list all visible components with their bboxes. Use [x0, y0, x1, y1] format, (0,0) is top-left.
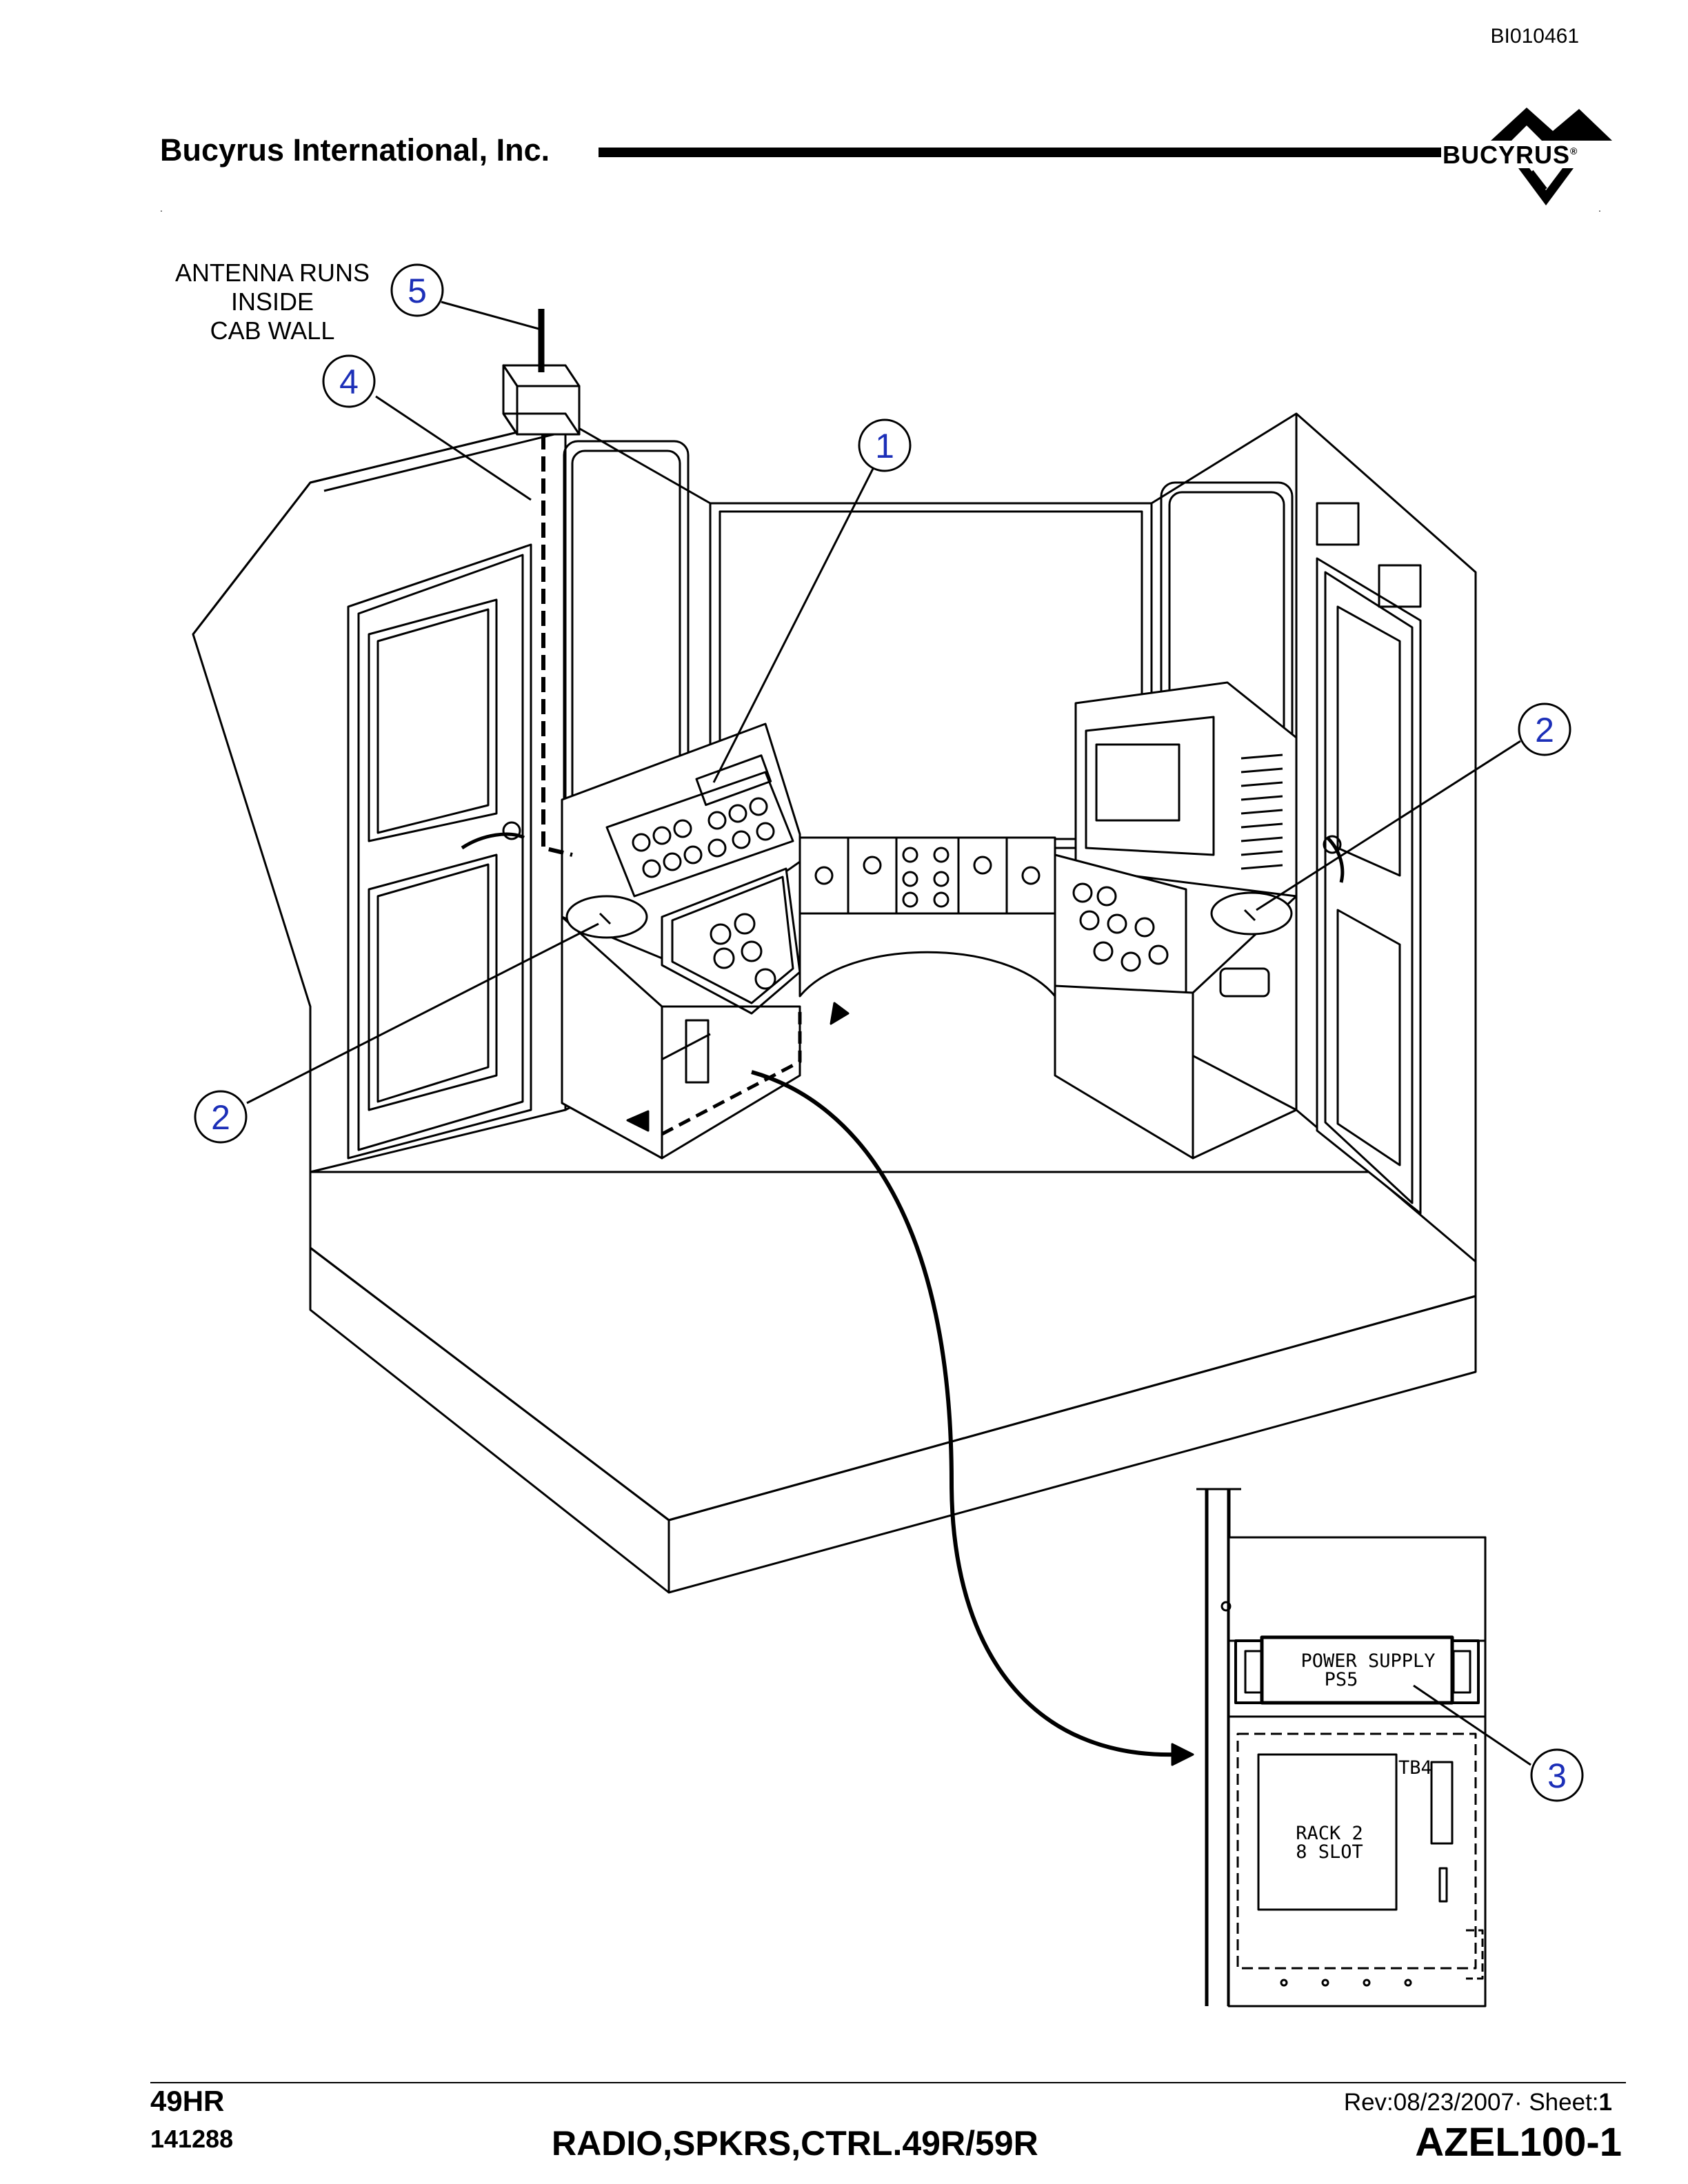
center-console — [798, 836, 1056, 998]
svg-text:2: 2 — [211, 1098, 230, 1137]
sheet-number: 1 — [1598, 2089, 1612, 2116]
left-console — [561, 722, 801, 1160]
revision-info: Rev:08/23/2007· Sheet:1 — [1344, 2089, 1612, 2116]
revision-label: Rev:08/23/2007· Sheet: — [1343, 2089, 1599, 2116]
detail-arrow-icon — [1171, 1743, 1194, 1766]
leader-line-2-right — [1256, 740, 1521, 911]
svg-text:1: 1 — [875, 427, 894, 465]
cab-floor — [309, 1171, 1477, 1594]
svg-text:2: 2 — [1535, 711, 1554, 749]
right-speaker-mark — [1243, 909, 1256, 922]
antenna-note-line2: INSIDE — [231, 287, 314, 316]
callout-1: 1 — [858, 418, 912, 472]
right-speaker — [1210, 891, 1293, 936]
console-cable-path — [661, 1007, 802, 1136]
registration-mark: . — [1598, 203, 1601, 214]
leader-line-2-left — [246, 922, 599, 1104]
right-console — [1054, 681, 1298, 1160]
svg-text:5: 5 — [408, 272, 427, 310]
leader-line-3 — [1413, 1684, 1531, 1766]
logo-text: BUCYRUS® — [1443, 141, 1578, 169]
cable-arrow-icon — [830, 1002, 850, 1025]
footer-rule — [150, 2082, 1626, 2083]
button-grid — [632, 797, 775, 878]
drawing-title: RADIO,SPKRS,CTRL.49R/59R — [552, 2124, 1038, 2163]
left-speaker — [565, 895, 648, 939]
antenna-note-line1: ANTENNA RUNS — [175, 259, 370, 287]
power-supply-label: POWER SUPPLY — [1300, 1650, 1435, 1672]
registration-mark: . — [160, 203, 163, 214]
leader-line-5 — [441, 301, 542, 331]
vent-slots — [1240, 754, 1283, 870]
svg-text:3: 3 — [1547, 1757, 1567, 1795]
svg-text:4: 4 — [339, 363, 359, 401]
right-door — [1316, 502, 1422, 1215]
callout-2-left: 2 — [194, 1090, 248, 1144]
rack-detail — [1196, 1488, 1487, 2008]
cable-arrow-icon — [626, 1110, 650, 1132]
document-id: BI010461 — [1490, 25, 1579, 48]
terminal-block-label: TB4 — [1398, 1757, 1432, 1779]
callout-3: 3 — [1530, 1748, 1584, 1802]
rack-label: RACK 2 — [1296, 1823, 1363, 1844]
callout-5: 5 — [390, 263, 444, 317]
leader-line-1 — [712, 463, 877, 783]
callout-4: 4 — [322, 354, 376, 408]
model-number: 49HR — [150, 2085, 225, 2117]
left-speaker-mark — [599, 912, 612, 925]
left-door — [347, 543, 532, 1160]
power-supply-id: PS5 — [1325, 1669, 1358, 1690]
company-name: Bucyrus International, Inc. — [160, 132, 550, 168]
callout-2-right: 2 — [1518, 702, 1571, 756]
antenna-cable-run — [541, 434, 573, 857]
header-rule — [599, 148, 1441, 157]
leader-line-4 — [375, 395, 532, 501]
antenna-note-line3: CAB WALL — [210, 316, 335, 345]
antenna-box — [502, 364, 581, 436]
bucyrus-logo-icon — [1491, 108, 1612, 205]
drawing-number: AZEL100-1 — [1415, 2120, 1622, 2165]
detail-pointer-curve — [751, 1070, 1176, 1757]
part-number: 141288 — [150, 2125, 234, 2153]
rack-slot-label: 8 SLOT — [1296, 1841, 1363, 1863]
